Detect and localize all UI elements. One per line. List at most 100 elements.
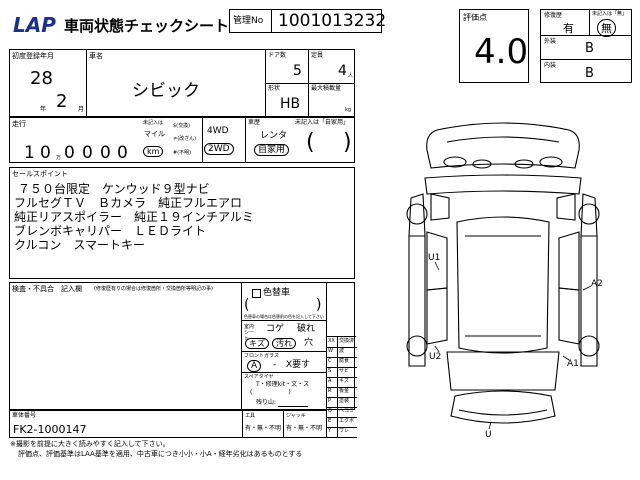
color-change-label: 色替車: [263, 288, 291, 298]
mileage-digit: 0: [82, 143, 93, 163]
tools-options: 有・無・不明: [245, 425, 282, 432]
mileage-digit: 1: [24, 143, 35, 163]
legend-desc: 塗装: [339, 398, 350, 404]
legend-desc: 波: [339, 348, 345, 354]
cond-yabure: 破れ: [297, 324, 316, 334]
legend-row-divider: [327, 407, 357, 408]
max-load-unit: kg: [345, 107, 352, 113]
footer-note-2: 評価点、評価基準はLAA基準を適用、中古車につき小小・小A・経年劣化はあるものと…: [18, 450, 303, 458]
chassis-number: FK2-1000147: [13, 423, 87, 436]
capacity-value: 4: [338, 63, 347, 79]
legend-code: A: [328, 378, 332, 384]
tread-label: 残り山:: [256, 399, 277, 406]
usage-note: 未記入は「自家用」: [295, 119, 350, 126]
control-no: 1001013232: [278, 11, 387, 31]
capacity-label: 定員: [311, 52, 324, 59]
mileage-digit: 0: [40, 143, 51, 163]
meter-unknown: #(不明): [173, 150, 192, 156]
spare-options: T・修理kit・文・ス: [256, 381, 310, 388]
sales-point-line: フルセグＴＶ Ｂカメラ 純正フルエアロ: [14, 196, 243, 210]
footer-note-1: ※撮影を前提に大きく読みやすく記入して下さい。: [10, 440, 170, 448]
legend-desc: サビ: [339, 368, 350, 374]
cond-ana: 穴: [304, 338, 314, 348]
inspection-label: 検査・不具合 記入欄: [12, 285, 82, 293]
damage-mark-u2: U2: [429, 352, 441, 362]
color-change-checkbox: [252, 289, 261, 298]
legend-desc: 板金: [339, 388, 350, 394]
legend-code: S: [328, 368, 332, 374]
legend-row-divider: [327, 377, 357, 378]
grade-box: 評価点 4.0: [459, 9, 529, 83]
usage-paren-open: (: [306, 130, 315, 155]
lap-logo-icon: LAP: [13, 13, 56, 37]
legend-code: P: [328, 398, 332, 404]
car-info-row: 初度登録年月 28 年 2 月 車名 シビック ドア数 5 定員 4 人 形状 …: [9, 49, 355, 117]
grade-value: 4.0: [474, 32, 529, 72]
legend-row-divider: [327, 437, 357, 438]
jack-label: ジャッキ: [286, 413, 306, 419]
chassis-label: 車体番号: [12, 412, 37, 419]
usage-private: 自家用: [254, 144, 290, 156]
spare-tire-label: スペアタイヤ: [244, 374, 274, 380]
unit-km: km: [143, 146, 164, 157]
doors-label: ドア数: [268, 52, 287, 59]
condition-panel: 色替車 ( ) 色替車の場合は色替前の色を記入して下さい 室内シート コゲ 破れ…: [241, 282, 327, 410]
repair-yes: 有: [563, 22, 574, 35]
legend-desc: ヘコミ: [339, 408, 355, 414]
inspection-box: 検査・不具合 記入欄 (修復歴有りの場合は修復箇所・交換箇所等明記の事): [9, 282, 355, 410]
repair-box: 修復歴 未記入は「無」 有 無 外装 B 内装 B: [540, 9, 632, 83]
legend-desc: ワレ: [339, 428, 350, 434]
sheet-title: 車両状態チェックシート: [64, 17, 230, 35]
max-load-label: 最大積載量: [311, 85, 342, 92]
sales-point-line: 純正リアスポイラー 純正１９インチアルミ: [14, 210, 254, 224]
glass-a: A: [247, 360, 262, 372]
legend-code: E: [328, 418, 332, 424]
repair-label: 修復歴: [544, 12, 563, 19]
cond-yogore: 汚れ: [272, 338, 296, 349]
usage-rental: レンタ: [260, 131, 288, 141]
legend-code: C: [328, 358, 332, 364]
chassis-row: 車体番号 FK2-1000147 工具 有・無・不明 ジャッキ 有・無・不明: [9, 410, 327, 438]
damage-mark-u: U: [485, 430, 492, 438]
svg-text:LAP: LAP: [13, 13, 56, 37]
legend-desc: エクボ: [339, 418, 355, 424]
jack-options: 有・無・不明: [286, 425, 323, 432]
legend-desc: キズ: [339, 378, 350, 384]
doors-value: 5: [293, 63, 302, 79]
sales-point-line: クルコン スマートキー: [14, 238, 146, 252]
drive-2wd: 2WD: [204, 143, 234, 155]
car-name-label: 車名: [89, 52, 103, 60]
usage-label: 車歴: [248, 119, 261, 126]
first-reg-year: 28: [30, 68, 53, 89]
repair-note: 未記入は「無」: [592, 11, 628, 17]
glass-x: X要す: [286, 360, 311, 370]
legend-row-divider: [327, 427, 357, 428]
cond-kizu: キズ: [245, 338, 269, 349]
legend-row-divider: [327, 357, 357, 358]
meter-exchange: $(交換): [173, 123, 191, 129]
damage-mark-a1: A1: [567, 359, 579, 369]
mileage-digit: 0: [100, 143, 111, 163]
legend-code: Y: [328, 428, 332, 434]
year-unit: 年: [40, 106, 47, 113]
usage-paren-close: ): [343, 130, 352, 155]
sales-point-line: ブレンボキャリパー ＬＥＤライト: [14, 224, 207, 238]
color-note: 色替車の場合は色替前の色を記入して下さい: [244, 314, 324, 319]
grade-label: 評価点: [463, 13, 487, 22]
control-no-label: 管理No: [233, 16, 264, 26]
legend-desc: 交換済: [339, 338, 355, 344]
logo: LAP: [11, 13, 63, 37]
tools-label: 工具: [245, 413, 256, 419]
meter-tamper: ≠(改ざん): [173, 136, 197, 142]
man-unit: 万: [56, 155, 62, 161]
car-body-diagram: U1 A2 U2 A1 U: [406, 122, 603, 438]
first-reg-label: 初度登録年月: [12, 52, 54, 60]
legend-code: R: [328, 388, 332, 394]
legend-row-divider: [327, 417, 357, 418]
cond-koge: コゲ: [266, 324, 285, 334]
drive-4wd: 4WD: [207, 126, 229, 136]
legend-desc: 腐食: [339, 358, 350, 364]
mileage-row: 走行 1 0 万 0 0 0 0 未記入は マイル km $(交換) ≠(改ざん…: [9, 117, 355, 163]
damage-mark-u1: U1: [428, 253, 440, 263]
